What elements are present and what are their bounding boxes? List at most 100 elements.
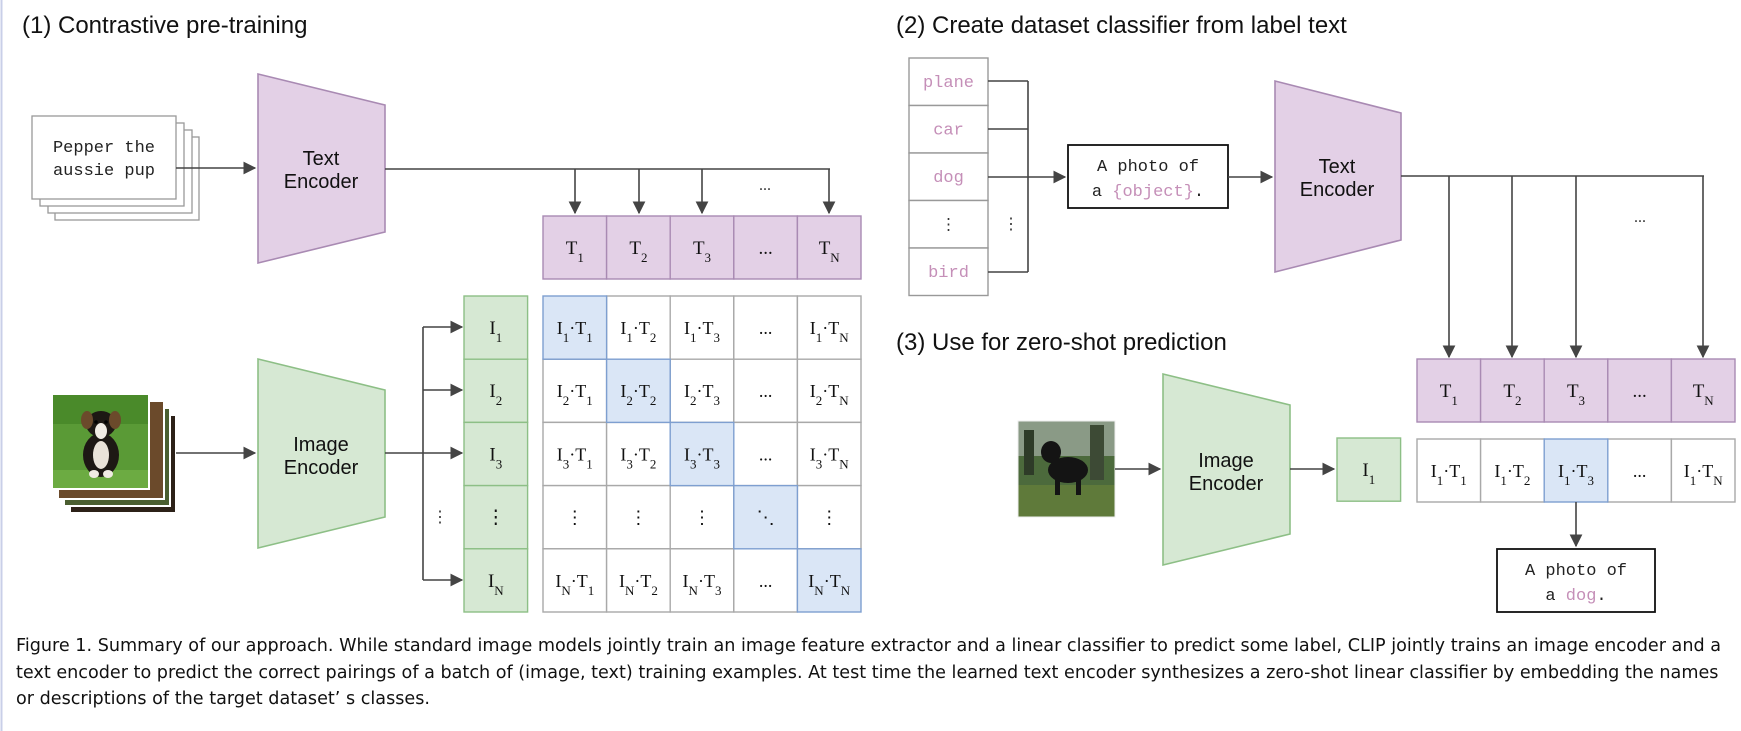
class-label-cell — [908, 199, 989, 249]
image-feature-label: ⋮ — [486, 508, 505, 529]
text-feature-label: TN — [819, 238, 841, 265]
text-encoder2-arrows — [1401, 175, 1710, 359]
text-encoder2-label-line1: Text — [1319, 156, 1356, 178]
text-feature-cell — [605, 215, 671, 280]
text-feature-label: T1 — [566, 238, 584, 265]
class-label-cell — [908, 57, 989, 107]
image-encoder-arrows — [385, 320, 464, 587]
image-feature-label: I2 — [489, 381, 502, 408]
image-feature-zeroshot: I1 — [1336, 437, 1402, 502]
text-input-stack: Pepper the aussie pup — [31, 115, 200, 221]
text-feature-cell — [796, 215, 862, 280]
label-ellipsis-right: ⋮ — [1003, 216, 1019, 233]
matrix-cell-diagonal — [542, 295, 608, 360]
section1-title: (1) Contrastive pre-training — [22, 12, 307, 39]
text-arrow2-ellipsis: ... — [1634, 209, 1646, 226]
score-label: I1·T1 — [1431, 461, 1467, 488]
matrix-cell-label: ⋮ — [629, 508, 647, 528]
image-arrow-ellipsis: ⋮ — [432, 509, 448, 526]
text-feature-label: T2 — [629, 238, 647, 265]
matrix-cell — [542, 548, 608, 613]
matrix-cell-label: I3·T1 — [557, 444, 593, 471]
dog-photo-icon — [1017, 420, 1116, 518]
class-label-text: ⋮ — [941, 217, 957, 235]
class-label-text: dog — [933, 169, 964, 188]
text-feature-label: T2 — [1503, 381, 1521, 408]
image-encoder-label-line2: Encoder — [284, 457, 359, 479]
image-feature-cell — [463, 484, 529, 550]
matrix-cell-label: ... — [759, 381, 773, 401]
class-label-text: plane — [923, 74, 974, 93]
matrix-cell-label: I3·TN — [810, 444, 850, 471]
text-encoder-arrows — [385, 168, 836, 215]
image-feature-label: I3 — [489, 444, 502, 471]
matrix-cell-label: I1·T1 — [557, 318, 593, 345]
score-cell — [1416, 438, 1482, 503]
text-feature-label: T3 — [693, 238, 711, 265]
matrix-cell-label: I3·T3 — [684, 444, 720, 471]
image-feature-cell — [463, 548, 529, 613]
text-encoder-label-line2: Encoder — [284, 171, 359, 193]
text-encoder-pretrain: Text Encoder — [257, 72, 386, 265]
result-line1: A photo of — [1525, 562, 1627, 581]
template-line2: a {object}. — [1092, 183, 1204, 202]
score-label: ... — [1633, 461, 1647, 481]
matrix-cell — [733, 548, 799, 613]
text-feature-cell — [1670, 358, 1736, 423]
matrix-cell-label: I1·TN — [810, 318, 850, 345]
image-feature-cell — [1336, 437, 1402, 502]
text-feature-label: T3 — [1567, 381, 1585, 408]
matrix-cell-label: I1·T2 — [620, 318, 656, 345]
matrix-cell — [796, 358, 862, 424]
matrix-cell — [605, 548, 671, 613]
matrix-cell-label: I1·T3 — [684, 318, 720, 345]
score-label: I1·TN — [1684, 461, 1724, 488]
label-connectors — [988, 80, 1067, 273]
matrix-cell-label: I3·T2 — [620, 444, 656, 471]
text-input-line2: aussie pup — [53, 162, 155, 181]
matrix-cell-diagonal — [669, 421, 735, 487]
text-features-row: T1 T2 T3... TN — [542, 215, 862, 280]
text-encoder-label-line1: Text — [303, 148, 340, 170]
text-feature-cell — [669, 215, 735, 280]
matrix-cell-label: IN·TN — [808, 571, 850, 598]
text-feature-label: TN — [1693, 381, 1715, 408]
result-line2: a dog. — [1545, 587, 1606, 606]
image-encoder-pretrain: Image Encoder — [257, 357, 386, 550]
text-encoder2-label-line2: Encoder — [1300, 179, 1375, 201]
text-feature-label: ... — [1632, 381, 1646, 402]
text-feature-label: T1 — [1440, 381, 1458, 408]
text-arrow-ellipsis: ... — [759, 177, 771, 194]
matrix-cell-label: ... — [759, 571, 773, 591]
matrix-cell-label: ⋱ — [757, 508, 775, 528]
matrix-cell — [542, 484, 608, 550]
prediction-result-box: A photo of a dog. — [1496, 548, 1656, 613]
matrix-cell-label: I2·T3 — [684, 381, 720, 408]
score-cell — [1479, 438, 1545, 503]
image-feature-cell — [463, 421, 529, 487]
class-label-text: car — [933, 122, 964, 141]
score-cell — [1670, 438, 1736, 503]
image-encoder-label-line1: Image — [293, 434, 349, 456]
matrix-cell-label: ⋮ — [566, 508, 584, 528]
image-encoder2-label-line2: Encoder — [1189, 473, 1264, 495]
section3-title: (3) Use for zero-shot prediction — [896, 329, 1227, 356]
matrix-cell-label: IN·T3 — [683, 571, 722, 598]
matrix-cell — [796, 421, 862, 487]
matrix-cell-label: IN·T2 — [619, 571, 658, 598]
text-input-line1: Pepper the — [53, 139, 155, 158]
image-feature-cell — [463, 358, 529, 424]
prompt-template-box: A photo of a {object}. — [1067, 144, 1229, 209]
matrix-cell-label: ... — [759, 318, 773, 338]
matrix-cell-label: ⋮ — [820, 508, 838, 528]
image-feature-label: I1 — [489, 318, 502, 345]
class-label-cell — [908, 247, 989, 297]
matrix-cell-diagonal — [733, 484, 799, 550]
text-feature-label: ... — [758, 238, 772, 259]
score-label: I1·T3 — [1558, 461, 1594, 488]
